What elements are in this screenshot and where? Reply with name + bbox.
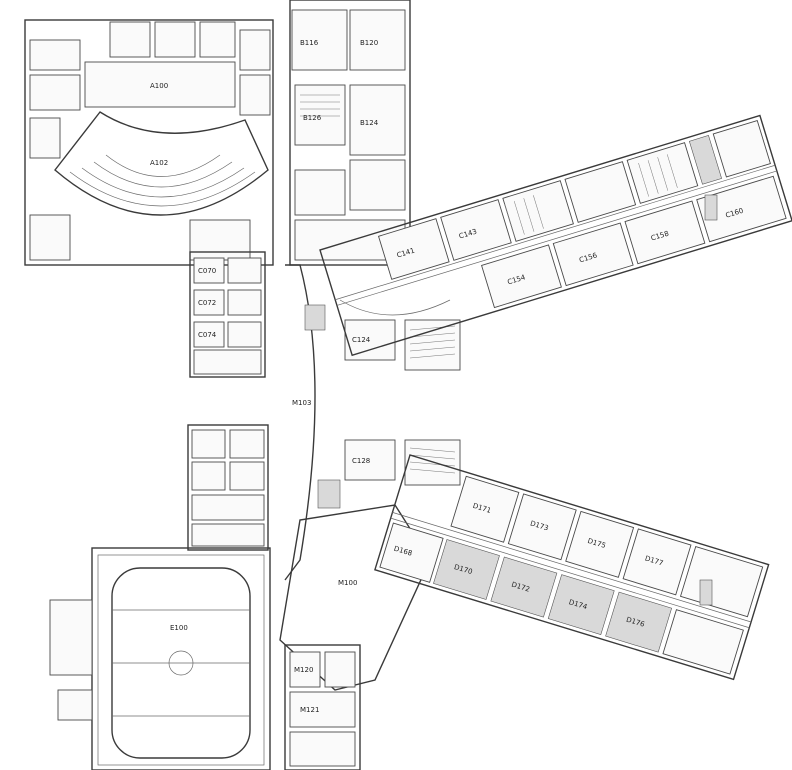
room-label-west-1: C070 [198, 267, 216, 275]
room-label-center-1: C124 [352, 336, 371, 344]
west-office-block: C070 C072 C074 [187, 251, 269, 551]
room-label-north-1: B116 [300, 39, 319, 47]
south-block: M120 M121 [284, 644, 361, 770]
theater-block: A100 A102 [24, 19, 274, 266]
room-label-m-corr: M103 [292, 399, 311, 407]
room-label-lecture-2: B124 [360, 119, 379, 127]
arena-block: E100 [49, 547, 271, 770]
room-label-north-2: B120 [360, 39, 378, 47]
room-label-arena: E100 [170, 624, 188, 632]
room-label-theater: A102 [150, 159, 168, 167]
room-label-center-2: C128 [352, 457, 370, 465]
c-wing: C141 C143 C154 C156 C158 C160 [319, 114, 792, 357]
d-wing: D168 D171 D173 D175 D177 D170 D172 D174 … [374, 454, 770, 681]
room-label-south-2: M121 [300, 706, 319, 714]
room-label-west-2: C072 [198, 299, 216, 307]
room-label-south-1: M120 [294, 666, 313, 674]
room-label-gym-upper: A100 [150, 82, 168, 90]
room-label-lecture-1: B126 [303, 114, 322, 122]
north-lecture-block: B116 B120 B126 B124 [289, 0, 411, 266]
room-label-west-3: C074 [198, 331, 217, 339]
room-label-commons: M100 [338, 579, 357, 587]
stairs [304, 194, 718, 606]
commons-hub: M100 M103 C124 C128 [279, 264, 461, 691]
